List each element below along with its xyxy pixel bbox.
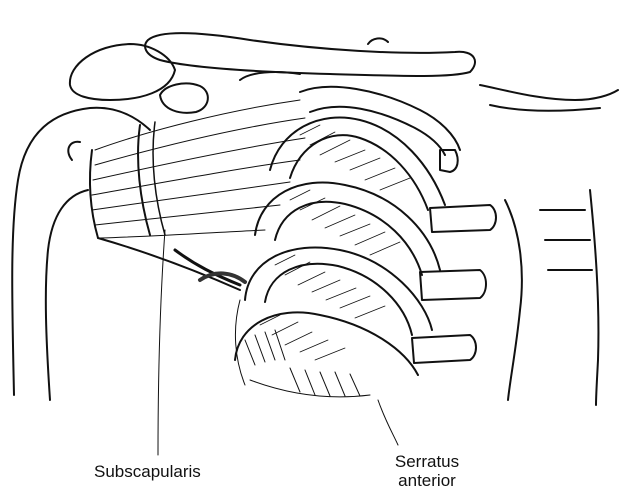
- subscapularis-label: Subscapularis: [94, 462, 201, 481]
- serratus-anterior-muscle: [200, 273, 370, 396]
- subscapularis-muscle: [90, 100, 305, 290]
- acromion: [70, 44, 300, 113]
- serratus-label-line-1: Serratus: [372, 452, 482, 471]
- serratus-anterior-label: Serratus anterior: [372, 452, 482, 490]
- serratus-label-line-2: anterior: [372, 471, 482, 490]
- sternum-body-outline: [480, 85, 618, 405]
- rib-5: [235, 312, 418, 375]
- subscapularis-leader: [158, 230, 165, 455]
- rib-4: [245, 247, 432, 330]
- intercostal-shading: [260, 125, 410, 360]
- clavicle: [145, 33, 475, 76]
- rib-3: [255, 182, 440, 270]
- serratus-leader: [378, 400, 398, 445]
- humerus: [12, 108, 150, 400]
- ribcage: [235, 87, 496, 375]
